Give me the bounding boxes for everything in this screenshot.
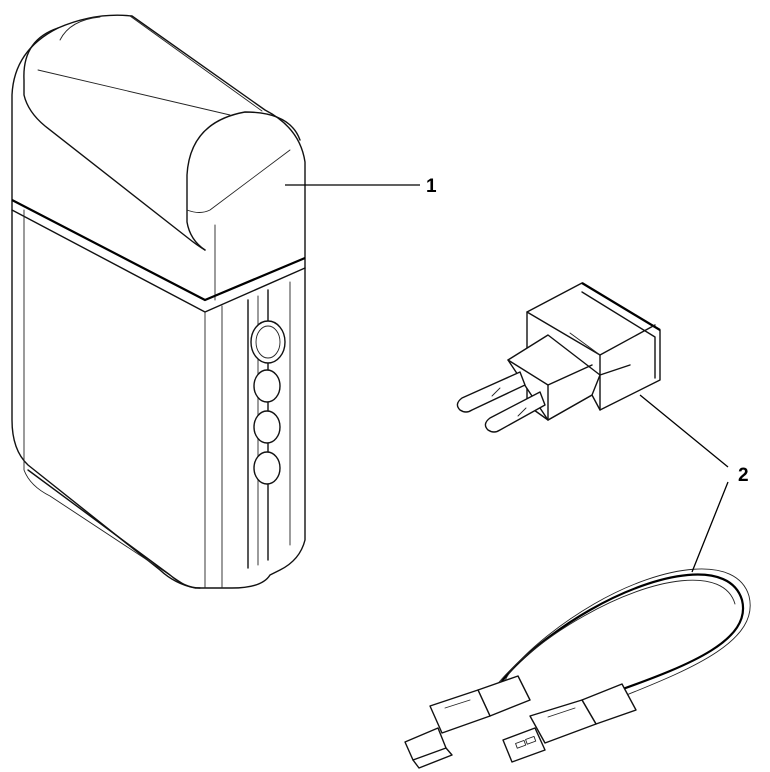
callout-2-leader-cable	[691, 481, 729, 573]
callout-2-label: 2	[738, 465, 749, 486]
usb-cable-illustration	[404, 568, 751, 769]
button-4	[253, 451, 281, 485]
button-3	[253, 410, 281, 444]
power-button	[250, 320, 286, 364]
usb-a-connector	[502, 683, 637, 763]
button-2	[253, 369, 281, 403]
charger-plug-illustration	[456, 282, 661, 433]
device-illustration	[11, 14, 306, 589]
micro-usb-connector	[404, 675, 531, 769]
callout-2-leader	[639, 394, 729, 468]
callout-1-label: 1	[426, 176, 437, 197]
